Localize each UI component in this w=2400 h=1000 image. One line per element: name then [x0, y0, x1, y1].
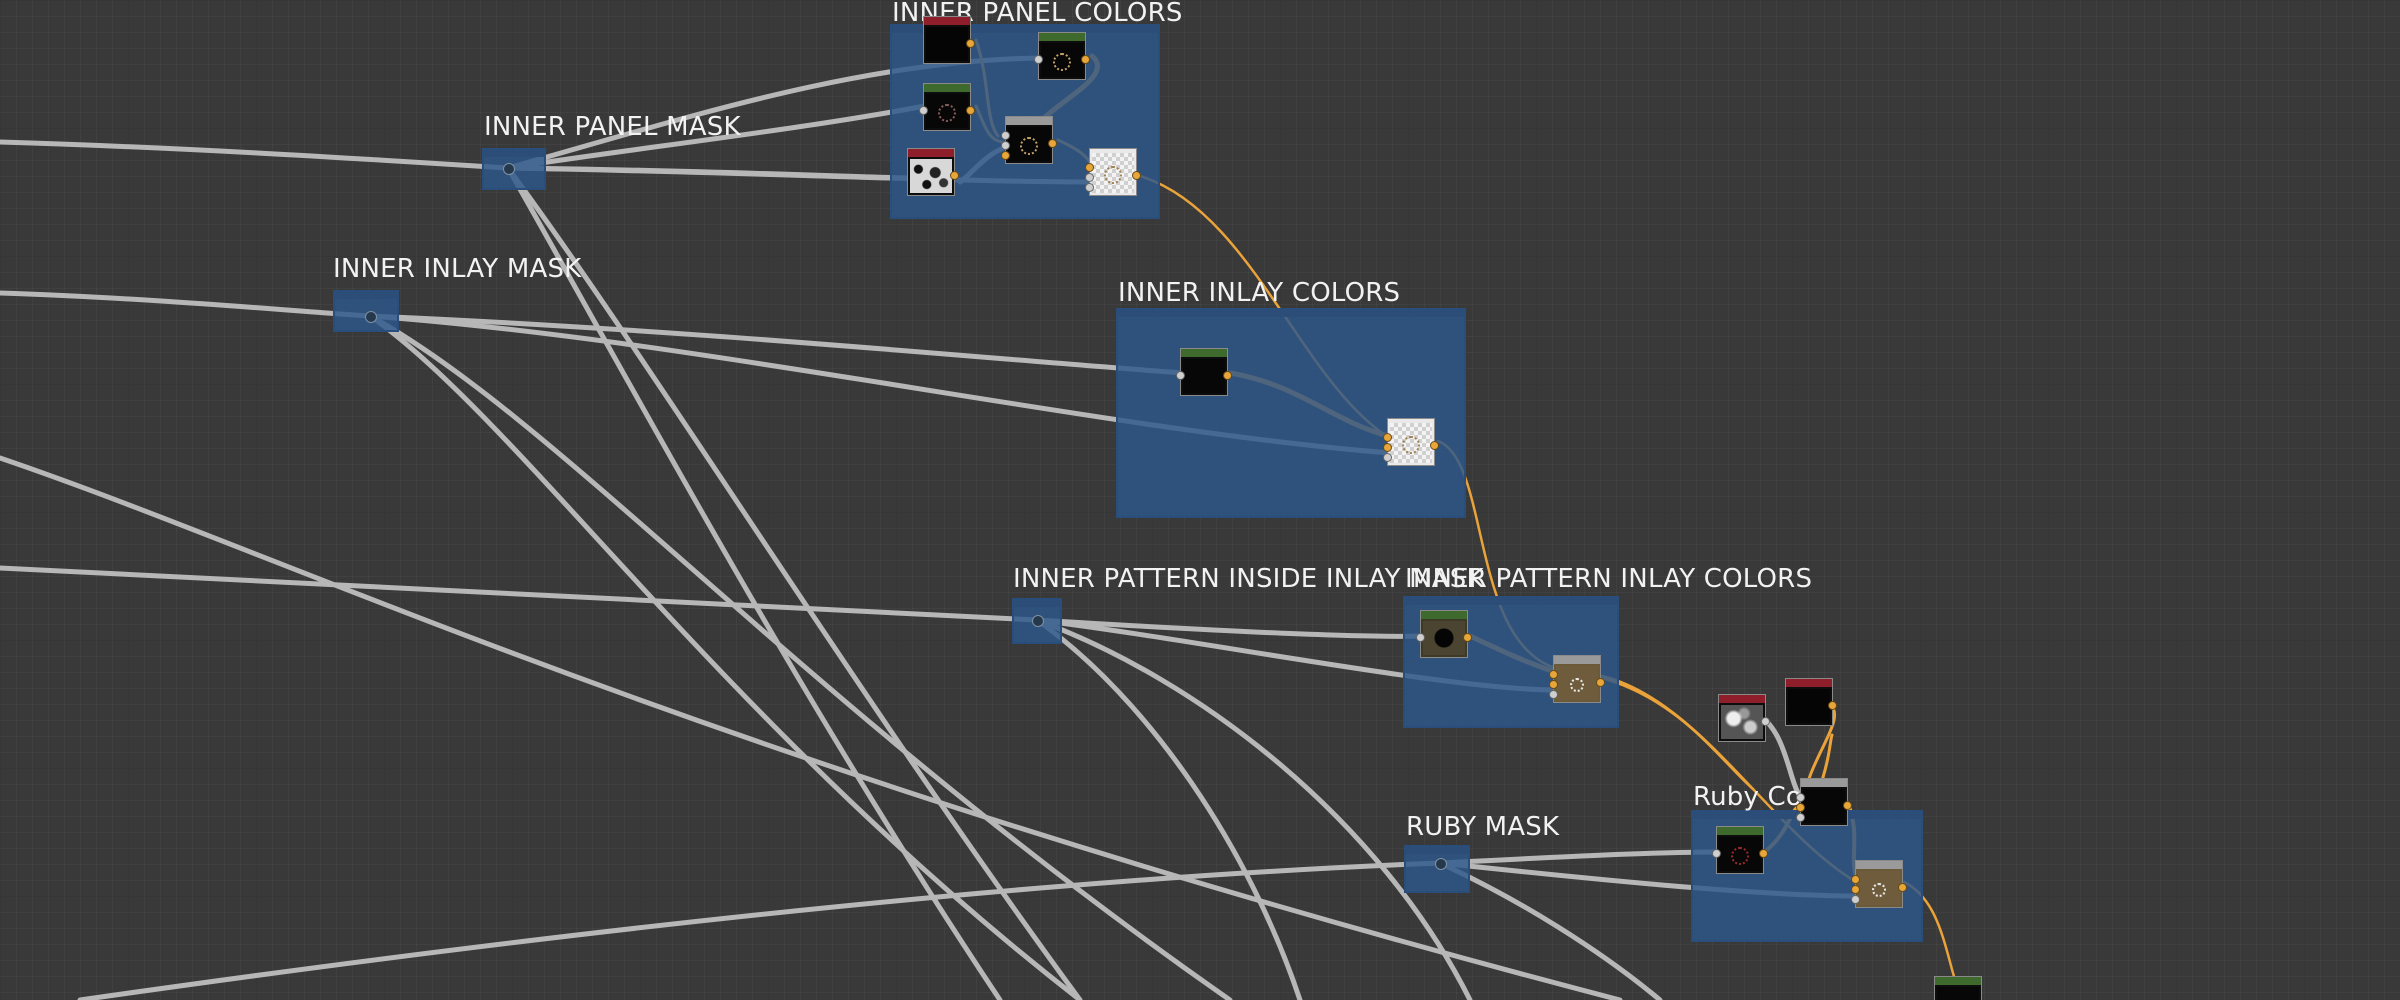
uniform-color-node[interactable] [1176, 348, 1232, 396]
reroute-dot[interactable] [1435, 858, 1447, 870]
node-header [908, 149, 954, 157]
node-header [1801, 779, 1847, 787]
node-thumbnail [1937, 987, 1979, 1000]
input-port[interactable] [1796, 803, 1805, 812]
input-port[interactable] [1851, 885, 1860, 894]
blend-node[interactable] [1001, 116, 1057, 164]
input-port[interactable] [1383, 453, 1392, 462]
uniform-color-node[interactable] [923, 16, 975, 64]
input-port[interactable] [1001, 131, 1010, 140]
node-thumbnail [926, 94, 968, 128]
input-port[interactable] [1034, 55, 1043, 64]
output-port[interactable] [1430, 441, 1439, 450]
input-port[interactable] [919, 106, 928, 115]
uniform-color-node[interactable] [1416, 610, 1472, 658]
input-port[interactable] [1851, 875, 1860, 884]
uniform-color-node[interactable] [1712, 826, 1768, 874]
reroute-dot[interactable] [503, 163, 515, 175]
node-header [1181, 349, 1227, 357]
node-thumbnail [1183, 359, 1225, 393]
frame-inner-inlay-mask[interactable] [333, 290, 399, 332]
output-port[interactable] [1828, 701, 1837, 710]
node-thumbnail [1721, 705, 1763, 739]
frame-title: INNER PATTERN INSIDE INLAY MASK [1013, 564, 1484, 594]
frame-title: RUBY MASK [1406, 812, 1560, 842]
node-header [1039, 33, 1085, 41]
noise-texture-node[interactable] [907, 148, 959, 196]
output-node[interactable] [1383, 418, 1439, 466]
node-thumbnail [910, 159, 952, 193]
noise-texture-node[interactable] [1718, 694, 1770, 742]
node-thumbnail [926, 27, 968, 61]
node-header [1856, 861, 1902, 869]
node-thumbnail [1556, 666, 1598, 700]
node-thumbnail [1803, 789, 1845, 823]
input-port[interactable] [1416, 633, 1425, 642]
input-port[interactable] [1549, 680, 1558, 689]
input-port[interactable] [1383, 443, 1392, 452]
node-header [1421, 611, 1467, 619]
frame-inner-pattern-inside-inlay-mask[interactable] [1012, 598, 1062, 644]
output-port[interactable] [966, 39, 975, 48]
node-thumbnail [1390, 423, 1432, 463]
input-port[interactable] [1001, 151, 1010, 160]
node-thumbnail [1788, 689, 1830, 723]
node-thumbnail [1041, 43, 1083, 77]
output-node[interactable] [1085, 148, 1141, 196]
node-thumbnail [1008, 127, 1050, 161]
node-header [924, 84, 970, 92]
input-port[interactable] [1549, 690, 1558, 699]
input-port[interactable] [1176, 371, 1185, 380]
node-header [1719, 695, 1765, 703]
input-port[interactable] [1851, 895, 1860, 904]
uniform-color-node[interactable] [1934, 976, 1982, 1000]
node-header [1717, 827, 1763, 835]
uniform-color-node[interactable] [1034, 32, 1090, 80]
input-port[interactable] [1085, 173, 1094, 182]
blend-node[interactable] [1549, 655, 1605, 703]
node-thumbnail [1423, 621, 1465, 655]
output-port[interactable] [1132, 171, 1141, 180]
node-header [1554, 656, 1600, 664]
node-header [1006, 117, 1052, 125]
output-port[interactable] [1761, 717, 1770, 726]
output-port[interactable] [966, 106, 975, 115]
reroute-dot[interactable] [365, 311, 377, 323]
input-port[interactable] [1796, 813, 1805, 822]
output-port[interactable] [1759, 849, 1768, 858]
input-port[interactable] [1712, 849, 1721, 858]
frame-title: INNER PANEL MASK [484, 112, 741, 142]
output-port[interactable] [1596, 678, 1605, 687]
output-port[interactable] [1843, 801, 1852, 810]
node-thumbnail [1719, 837, 1761, 871]
node-header [1786, 679, 1832, 687]
node-thumbnail [1092, 153, 1134, 193]
output-port[interactable] [1081, 55, 1090, 64]
output-port[interactable] [950, 171, 959, 180]
input-port[interactable] [1383, 433, 1392, 442]
reroute-dot[interactable] [1032, 615, 1044, 627]
input-port[interactable] [1085, 163, 1094, 172]
frame-title: INNER INLAY MASK [333, 254, 582, 284]
node-thumbnail [1858, 871, 1900, 905]
node-header [924, 17, 970, 25]
uniform-color-node[interactable] [1785, 678, 1837, 726]
input-port[interactable] [1549, 670, 1558, 679]
output-port[interactable] [1048, 139, 1057, 148]
node-header [1935, 977, 1981, 985]
blend-node[interactable] [1851, 860, 1907, 908]
frame-title: INNER INLAY COLORS [1118, 278, 1401, 308]
input-port[interactable] [1001, 141, 1010, 150]
output-port[interactable] [1223, 371, 1232, 380]
output-port[interactable] [1463, 633, 1472, 642]
input-port[interactable] [1085, 183, 1094, 192]
frame-title: INNER PATTERN INLAY COLORS [1405, 564, 1813, 594]
frame-inner-inlay-colors[interactable] [1116, 308, 1466, 518]
blend-node[interactable] [1796, 778, 1852, 826]
uniform-color-node[interactable] [919, 83, 975, 131]
output-port[interactable] [1898, 883, 1907, 892]
input-port[interactable] [1796, 793, 1805, 802]
frame-title: Ruby Co [1693, 782, 1802, 812]
